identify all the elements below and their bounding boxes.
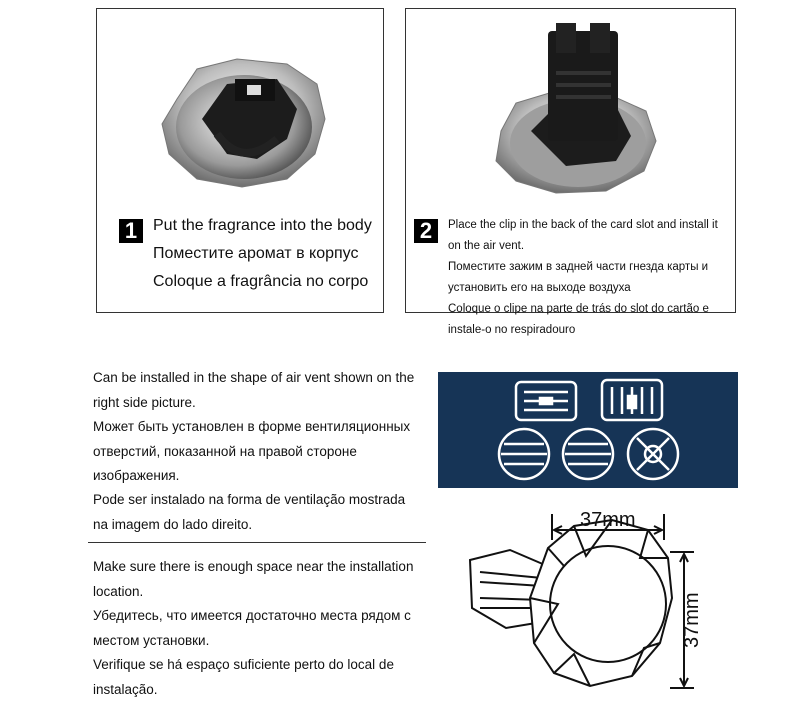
height-dimension-label: 37mm bbox=[681, 592, 703, 648]
width-dimension-label: 37mm bbox=[580, 509, 636, 531]
clip-installed-photo bbox=[495, 23, 657, 194]
space-info-line: Make sure there is enough space near the… bbox=[93, 559, 414, 574]
space-info-line: instalação. bbox=[93, 682, 158, 697]
section-divider bbox=[88, 542, 426, 543]
step-2-text-pt-2: instale-o no respiradouro bbox=[448, 324, 576, 336]
round-horizontal-vent-icon bbox=[497, 427, 551, 481]
step-2-panel: 2 Place the clip in the back of the card… bbox=[405, 8, 736, 336]
space-info-line: местом установки. bbox=[93, 633, 210, 648]
fragrance-body-photo bbox=[161, 58, 326, 188]
rectangular-horizontal-vent-icon bbox=[514, 380, 578, 422]
space-info-line: Verifique se há espaço suficiente perto … bbox=[93, 657, 394, 672]
step-2-number: 2 bbox=[414, 219, 438, 243]
vent-info-line: Pode ser instalado na forma de ventilaçã… bbox=[93, 492, 406, 507]
round-cross-vent-icon bbox=[626, 427, 680, 481]
rectangular-vertical-vent-icon bbox=[600, 378, 664, 422]
space-info-line: Убедитесь, что имеется достаточно места … bbox=[93, 608, 411, 623]
step-2-text-ru-2: установить его на выходе воздуха bbox=[448, 282, 631, 294]
step-1-number: 1 bbox=[119, 219, 143, 243]
step-2-text-ru-1: Поместите зажим в задней части гнезда ка… bbox=[448, 261, 709, 273]
vent-info-line: na imagem do lado direito. bbox=[93, 517, 253, 532]
step-2-text-en-2: on the air vent. bbox=[448, 240, 525, 252]
round-horizontal-vent-icon-2 bbox=[561, 427, 615, 481]
step-2-text-pt-1: Coloque o clipe na parte de trás do slot… bbox=[448, 303, 709, 315]
vent-info-line: отверстий, показанной на правой стороне bbox=[93, 444, 357, 459]
vent-info-line: Может быть установлен в форме вентиляцио… bbox=[93, 419, 411, 434]
dimension-drawing: 37mm 37mm bbox=[468, 509, 703, 689]
vent-shapes-panel bbox=[438, 372, 738, 488]
step-1-text-pt: Coloque a fragrância no corpo bbox=[153, 273, 369, 290]
space-info-line: location. bbox=[93, 584, 144, 599]
step-1-text-ru: Поместите аромат в корпус bbox=[153, 245, 359, 262]
vent-info-line: Can be installed in the shape of air ven… bbox=[93, 370, 415, 385]
vent-info-line: изображения. bbox=[93, 468, 180, 483]
vent-info-line: right side picture. bbox=[93, 395, 196, 410]
step-1-text-en: Put the fragrance into the body bbox=[153, 217, 372, 234]
step-1-panel: 1 Put the fragrance into the body Помест… bbox=[96, 8, 384, 313]
step-2-text-en-1: Place the clip in the back of the card s… bbox=[448, 219, 718, 231]
